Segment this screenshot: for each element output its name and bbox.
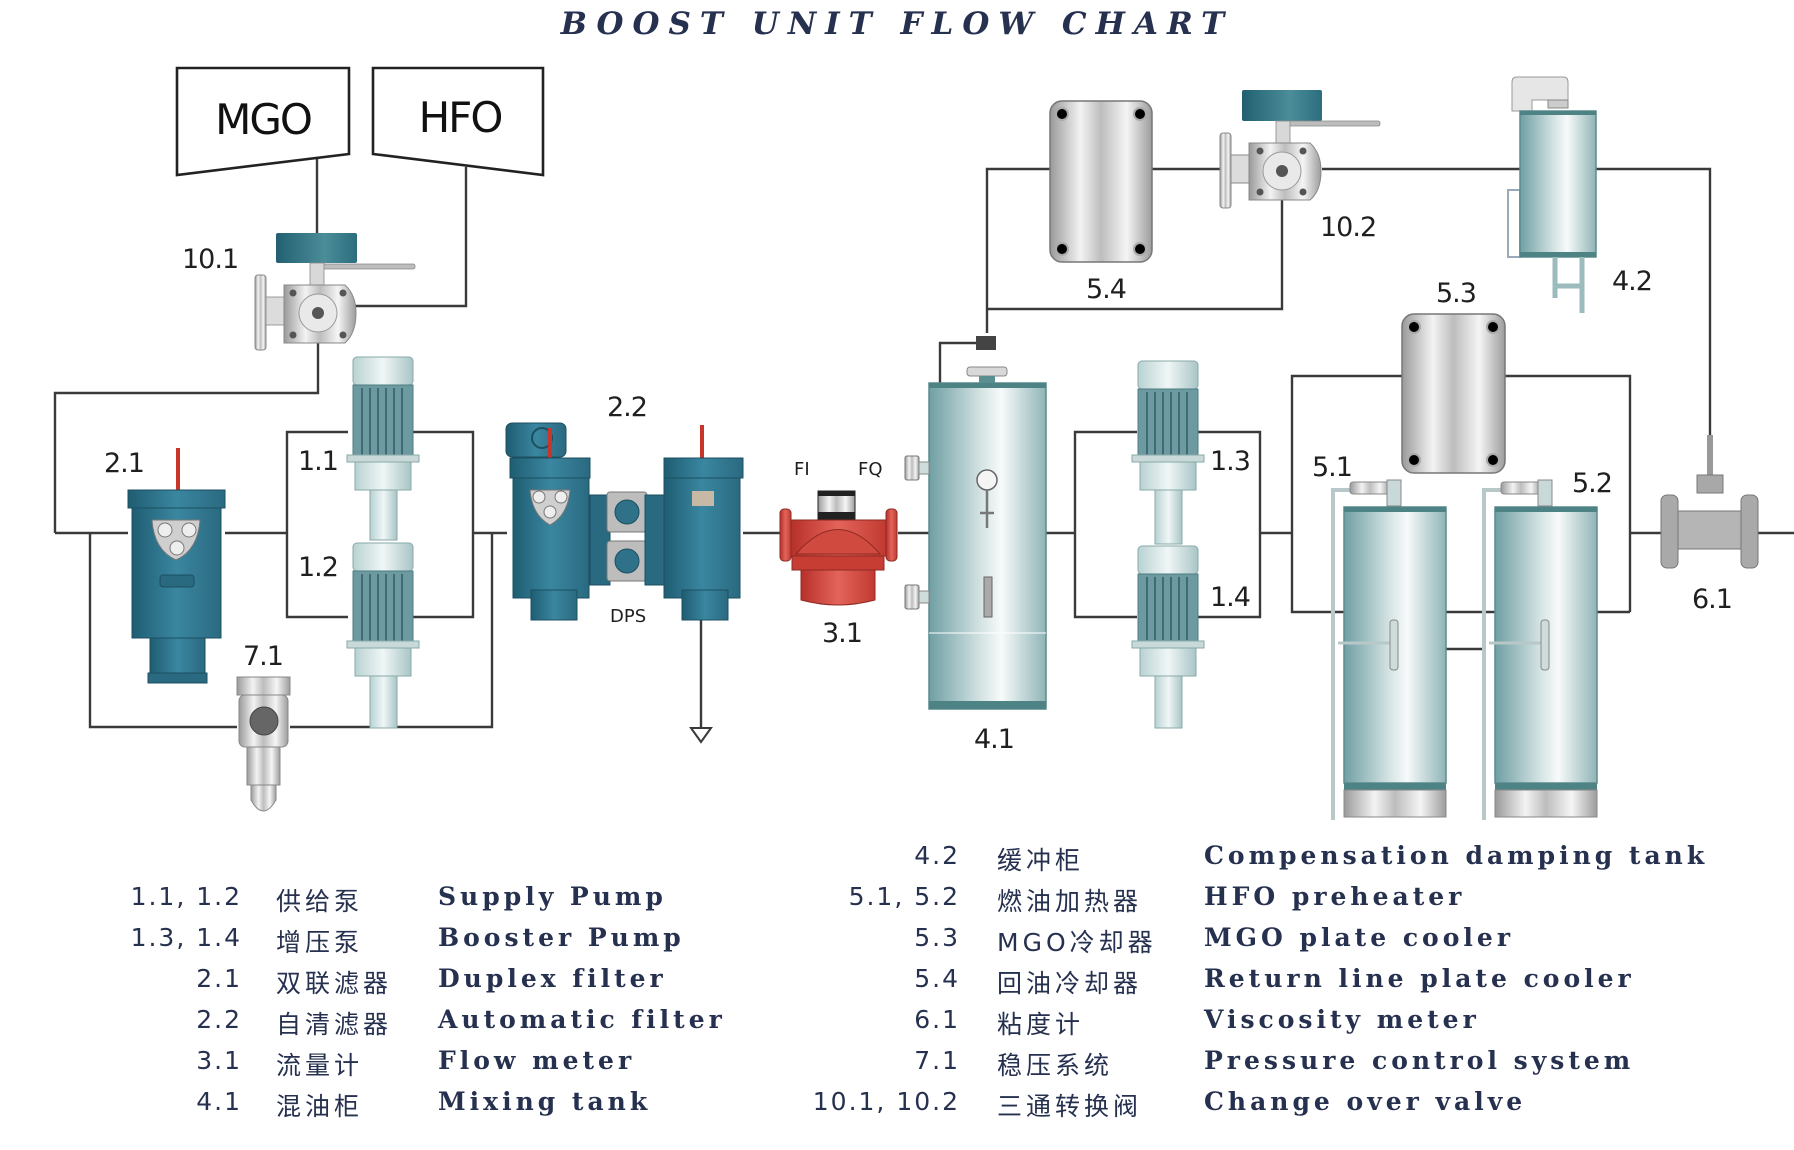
legend-english: Return line plate cooler: [1204, 964, 1635, 993]
legend-number: 7.1: [914, 1046, 960, 1075]
damping-tank-4-2: [1507, 76, 1597, 313]
legend-english: Pressure control system: [1204, 1046, 1635, 1075]
legend-english: Compensation damping tank: [1204, 841, 1709, 870]
legend-english: Booster Pump: [438, 923, 685, 952]
legend-number: 1.1, 1.2: [130, 882, 242, 911]
label-5-4: 5.4: [1086, 274, 1126, 305]
automatic-filter-2-2: [505, 422, 744, 621]
pressure-control-7-1: [236, 676, 291, 812]
legend-number: 4.1: [196, 1087, 242, 1116]
legend-number: 5.3: [914, 923, 960, 952]
return-cooler-5-4: [1049, 100, 1153, 263]
legend-english: Mixing tank: [438, 1087, 652, 1116]
label-5-2: 5.2: [1572, 468, 1612, 499]
label-10-2: 10.2: [1320, 212, 1376, 243]
page-title: BOOST UNIT FLOW CHART: [560, 6, 1234, 42]
legend-number: 10.1, 10.2: [812, 1087, 960, 1116]
label-dps: DPS: [610, 606, 646, 627]
legend-chinese: 双联滤器: [276, 969, 393, 998]
supply-pump-1-1: [346, 356, 420, 541]
booster-pump-1-3: [1131, 360, 1205, 545]
mgo-cooler-5-3: [1401, 313, 1506, 474]
supply-pump-1-2: [346, 542, 420, 729]
label-1-3: 1.3: [1210, 446, 1250, 477]
legend-number: 4.2: [914, 841, 960, 870]
label-fi: FI: [794, 459, 810, 480]
label-1-2: 1.2: [298, 552, 338, 583]
legend-english: HFO preheater: [1204, 882, 1466, 911]
duplex-filter-2-1: [127, 448, 226, 684]
label-fq: FQ: [858, 459, 883, 480]
viscometer-6-1: [1660, 435, 1759, 569]
legend-chinese: 增压泵: [276, 928, 364, 957]
legend-chinese: 流量计: [276, 1051, 364, 1080]
legend-chinese: 供给泵: [276, 887, 364, 916]
legend-english: Duplex filter: [438, 964, 667, 993]
preheater-5-2: [1482, 479, 1598, 820]
legend-chinese: 粘度计: [997, 1010, 1085, 1039]
changeover-valve-10-2: [1219, 90, 1381, 209]
mgo-tank-label: MGO: [215, 95, 311, 144]
label-1-1: 1.1: [298, 446, 338, 477]
legend-english: Change over valve: [1204, 1087, 1527, 1116]
label-3-1: 3.1: [822, 618, 862, 649]
legend-chinese: 回油冷却器: [997, 969, 1143, 998]
legend-chinese: 三通转换阀: [997, 1092, 1143, 1121]
legend-chinese: 自清滤器: [276, 1010, 393, 1039]
flow-meter-3-1: [779, 490, 898, 606]
legend-english: Automatic filter: [438, 1005, 726, 1034]
label-7-1: 7.1: [243, 641, 283, 672]
legend-english: Flow meter: [438, 1046, 636, 1075]
label-5-1: 5.1: [1312, 452, 1352, 483]
legend-chinese: 稳压系统: [997, 1051, 1114, 1080]
legend-number: 2.2: [196, 1005, 242, 1034]
label-5-3: 5.3: [1436, 278, 1476, 309]
legend-chinese: 混油柜: [276, 1092, 364, 1121]
legend-chinese: 缓冲柜: [997, 846, 1085, 875]
legend-number: 5.4: [914, 964, 960, 993]
label-2-2: 2.2: [607, 392, 647, 423]
label-6-1: 6.1: [1692, 584, 1732, 615]
preheater-5-1: [1331, 479, 1447, 820]
legend-number: 6.1: [914, 1005, 960, 1034]
mgo-tank: MGO: [175, 66, 351, 177]
changeover-valve-10-1: [254, 233, 416, 351]
pipework: [53, 159, 1794, 744]
mixing-tank-4-1: [904, 336, 1047, 710]
legend-number: 1.3, 1.4: [130, 923, 242, 952]
legend-number: 2.1: [196, 964, 242, 993]
hfo-tank: HFO: [371, 66, 545, 177]
label-4-1: 4.1: [974, 724, 1014, 755]
label-2-1: 2.1: [104, 448, 144, 479]
legend-number: 5.1, 5.2: [848, 882, 960, 911]
booster-pump-1-4: [1131, 545, 1205, 729]
legend-number: 3.1: [196, 1046, 242, 1075]
legend-english: Viscosity meter: [1204, 1005, 1480, 1034]
label-4-2: 4.2: [1612, 266, 1652, 297]
legend-chinese: MGO冷却器: [997, 928, 1157, 957]
label-1-4: 1.4: [1210, 582, 1250, 613]
legend-chinese: 燃油加热器: [997, 887, 1143, 916]
label-10-1: 10.1: [182, 244, 238, 275]
legend-english: MGO plate cooler: [1204, 923, 1514, 952]
legend-english: Supply Pump: [438, 882, 667, 911]
hfo-tank-label: HFO: [419, 93, 502, 142]
